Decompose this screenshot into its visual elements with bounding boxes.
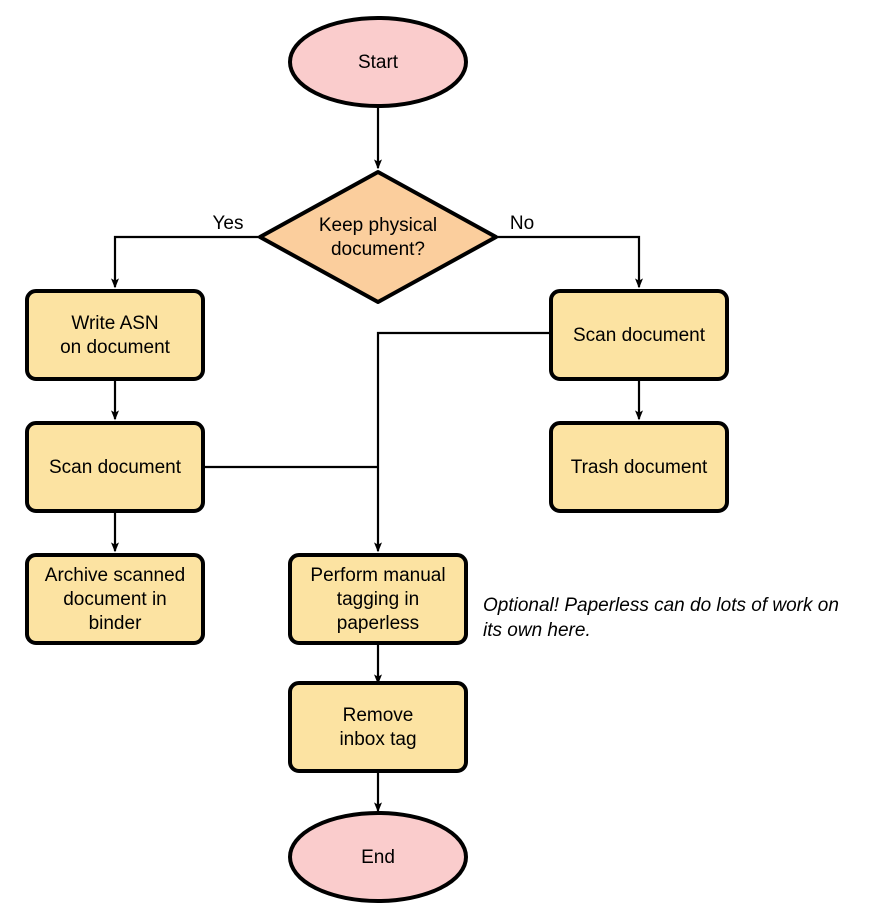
- node-decision-keep-physical-document[interactable]: Keep physical document?: [258, 170, 498, 304]
- decision-label-line2: document?: [331, 239, 425, 260]
- scan-document-right-box: [549, 289, 729, 381]
- tagging-label-line1: Perform manual: [310, 565, 445, 586]
- remove-inbox-label-line2: inbox tag: [339, 729, 416, 750]
- tagging-label-line3: paperless: [337, 613, 419, 634]
- edge-decision-yes-to-write-asn: [111, 235, 260, 289]
- end-ellipse: [288, 811, 468, 903]
- start-label: Start: [358, 52, 399, 73]
- write-asn-label-line1: Write ASN: [71, 313, 158, 334]
- node-archive-scanned-document[interactable]: Archive scanned document in binder: [25, 553, 205, 645]
- tagging-box: [288, 553, 468, 645]
- edge-label-no: No: [510, 213, 534, 234]
- edge-label-yes: Yes: [213, 213, 244, 234]
- archive-label-line1: Archive scanned: [45, 565, 185, 586]
- node-scan-document-right[interactable]: Scan document: [549, 289, 729, 381]
- node-write-asn[interactable]: Write ASN on document: [25, 289, 205, 381]
- edge-scan-right-to-tagging: [374, 331, 551, 553]
- decision-diamond: [258, 170, 498, 304]
- node-perform-manual-tagging[interactable]: Perform manual tagging in paperless: [288, 553, 468, 645]
- remove-inbox-label-line1: Remove: [343, 705, 414, 726]
- annotation-line1: Optional! Paperless can do lots of work …: [483, 595, 839, 616]
- node-trash-document[interactable]: Trash document: [549, 421, 729, 513]
- tagging-label-line2: tagging in: [337, 589, 419, 610]
- remove-inbox-tag-box: [288, 681, 468, 773]
- start-ellipse: [288, 16, 468, 108]
- scan-document-left-box: [25, 421, 205, 513]
- scan-document-right-label: Scan document: [573, 325, 706, 346]
- node-start[interactable]: Start: [288, 16, 468, 108]
- write-asn-label-line2: on document: [60, 337, 171, 358]
- node-scan-document-left[interactable]: Scan document: [25, 421, 205, 513]
- decision-label-line1: Keep physical: [319, 215, 437, 236]
- archive-label-line3: binder: [89, 613, 142, 634]
- trash-document-label: Trash document: [571, 457, 708, 478]
- write-asn-box: [25, 289, 205, 381]
- node-end[interactable]: End: [288, 811, 468, 903]
- archive-box: [25, 553, 205, 645]
- node-remove-inbox-tag[interactable]: Remove inbox tag: [288, 681, 468, 773]
- end-label: End: [361, 847, 395, 868]
- scan-document-left-label: Scan document: [49, 457, 182, 478]
- trash-document-box: [549, 421, 729, 513]
- annotation-line2: its own here.: [483, 620, 591, 641]
- edge-decision-no-to-scan-right: [496, 235, 643, 289]
- archive-label-line2: document in: [63, 589, 167, 610]
